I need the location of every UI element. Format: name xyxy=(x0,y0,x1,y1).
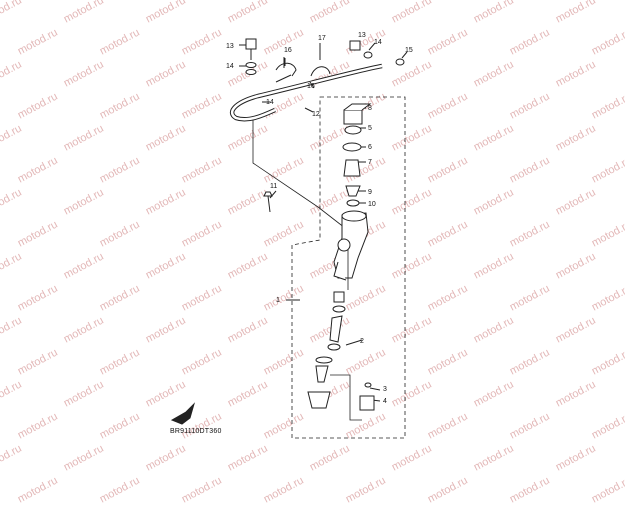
bolt-11 xyxy=(263,191,273,213)
callout-1: 1 xyxy=(276,297,280,304)
callout-2: 2 xyxy=(360,338,364,345)
callout-7: 7 xyxy=(368,159,372,166)
callout-14: 14 xyxy=(374,39,382,46)
callout-14: 14 xyxy=(226,63,234,70)
callout-8: 8 xyxy=(368,105,372,112)
union-bolt-13-right xyxy=(349,40,405,66)
callout-5: 5 xyxy=(368,125,372,132)
callout-13: 13 xyxy=(358,32,366,39)
callout-9: 9 xyxy=(368,189,372,196)
diagram-code: BR91110DT360 xyxy=(170,428,222,435)
callout-6: 6 xyxy=(368,144,372,151)
callout-17: 17 xyxy=(318,35,326,42)
hose-guide-17 xyxy=(275,58,297,77)
union-bolt-13-left xyxy=(245,38,257,75)
callout-3: 3 xyxy=(383,386,387,393)
watermark-text: motod.ru xyxy=(589,474,625,506)
watermark-text: motod.ru xyxy=(343,474,388,506)
callout-15: 15 xyxy=(405,47,413,54)
callout-16: 16 xyxy=(284,47,292,54)
assembly-boundary xyxy=(291,96,406,439)
callout-11: 11 xyxy=(270,183,277,190)
reservoir-cap-parts xyxy=(342,103,372,207)
piston-kit xyxy=(307,291,375,411)
watermark-text: motod.ru xyxy=(179,474,224,506)
master-cylinder-body xyxy=(333,210,369,281)
watermark-text: motod.ru xyxy=(15,474,60,506)
callout-16: 16 xyxy=(307,83,315,90)
callout-14: 14 xyxy=(266,99,274,106)
watermark-text: motod.ru xyxy=(425,474,470,506)
watermark-text: motod.ru xyxy=(97,474,142,506)
callout-12: 12 xyxy=(312,111,320,118)
callout-13: 13 xyxy=(226,43,234,50)
callout-10: 10 xyxy=(368,201,376,208)
watermark-text: motod.ru xyxy=(507,474,552,506)
watermark-text: motod.ru xyxy=(261,474,306,506)
callout-4: 4 xyxy=(383,398,387,405)
front-arrow xyxy=(170,402,196,425)
